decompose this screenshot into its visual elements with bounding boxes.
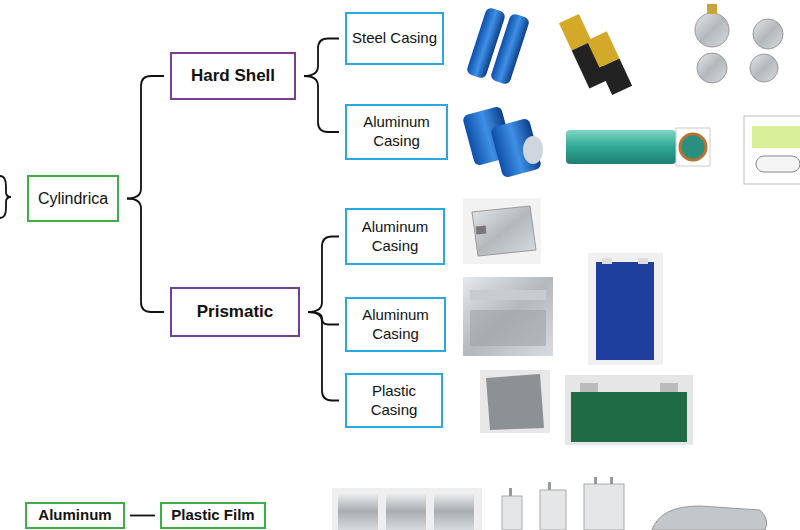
pouch-cells <box>502 477 624 530</box>
prismatic-cell <box>463 198 541 264</box>
node-label: Plastic Casing <box>347 382 441 420</box>
blue-prismatic-cell <box>588 253 663 365</box>
grey-cell <box>480 370 550 433</box>
pouch-rolls <box>332 488 482 530</box>
alkaline-cell <box>559 14 632 95</box>
brace-connector <box>308 237 339 313</box>
shell-box: Hard Shell <box>170 52 296 100</box>
green-prismatic-cell <box>565 375 693 445</box>
node-label: Steel Casing <box>352 29 437 48</box>
node-label: Hard Shell <box>191 65 275 86</box>
casing-box: Aluminum Casing <box>345 208 445 265</box>
pouch-device <box>652 506 767 530</box>
cell-pack <box>744 116 800 184</box>
brace-connector <box>308 312 339 325</box>
large-cylindrical-cells <box>462 106 543 179</box>
brace-connector <box>130 515 155 517</box>
node-label: Prismatic <box>197 301 274 322</box>
long-cylinder <box>566 128 710 166</box>
casing-box: Plastic Casing <box>345 373 443 428</box>
brace-connector <box>308 312 339 401</box>
brace-connector <box>127 76 164 199</box>
node-label: Plastic Film <box>171 506 254 525</box>
shell-box: Prismatic <box>170 287 300 337</box>
brace-connector <box>304 39 339 77</box>
category-box: Plastic Film <box>160 502 266 529</box>
category-box: Cylindrica <box>27 175 119 222</box>
node-label: Aluminum Casing <box>347 306 444 344</box>
casing-box: Steel Casing <box>345 12 444 65</box>
node-label: Cylindrica <box>38 189 108 209</box>
category-box: Aluminum <box>25 502 125 529</box>
node-label: Aluminum <box>38 506 111 525</box>
brace <box>0 176 11 218</box>
casing-box: Aluminum Casing <box>345 297 446 352</box>
brace-connector <box>127 199 164 313</box>
node-label: Aluminum Casing <box>347 113 446 151</box>
brace-connector <box>304 76 339 132</box>
aluminum-prismatic-cell <box>463 277 553 356</box>
casing-box: Aluminum Casing <box>345 104 448 160</box>
coin-cells <box>695 4 783 83</box>
cylindrical-cells <box>466 7 531 86</box>
node-label: Aluminum Casing <box>347 218 443 256</box>
